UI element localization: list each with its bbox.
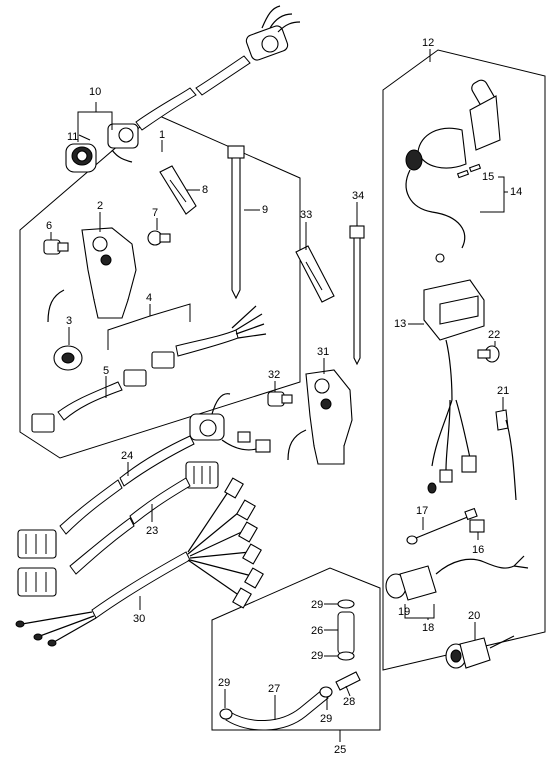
label-1: 1: [159, 129, 165, 141]
clamp-33: [295, 245, 335, 303]
label-32: 32: [268, 369, 280, 381]
label-2: 2: [97, 200, 103, 212]
screw-7: [147, 230, 171, 246]
pin-15: [456, 163, 482, 179]
label-8: 8: [202, 184, 208, 196]
label-24: 24: [121, 450, 133, 462]
label-27: 27: [268, 683, 280, 695]
bolt-22: [477, 345, 500, 363]
group-box-25: [211, 567, 381, 731]
label-7: 7: [152, 207, 158, 219]
label-29-a: 29: [311, 599, 323, 611]
harness-24: [17, 393, 271, 559]
harness-30: [15, 477, 264, 647]
label-14: 14: [510, 186, 522, 198]
label-9: 9: [262, 204, 268, 216]
label-22: 22: [488, 329, 500, 341]
regulator-13: [423, 279, 485, 494]
label-18: 18: [422, 622, 434, 634]
group-box-12: [382, 49, 546, 671]
group-box-1: [19, 113, 301, 459]
socket-assembly-18: [385, 555, 529, 601]
label-4: 4: [146, 292, 152, 304]
label-25: 25: [334, 744, 346, 756]
label-28: 28: [343, 696, 355, 708]
label-19: 19: [398, 606, 410, 618]
bracket-31: [287, 369, 353, 465]
label-30: 30: [133, 613, 145, 625]
label-26: 26: [311, 625, 323, 637]
label-15: 15: [482, 171, 494, 183]
cable-tie-9: [227, 145, 245, 300]
label-16: 16: [472, 544, 484, 556]
fuse-holder-21: [495, 409, 517, 501]
label-21: 21: [497, 385, 509, 397]
clip-29-upper: [337, 599, 355, 609]
fuse-16: [469, 519, 485, 533]
label-31: 31: [317, 346, 329, 358]
wire-17: [406, 507, 478, 545]
fuel-hose-26: [337, 611, 355, 655]
label-11: 11: [67, 131, 78, 143]
switch-assembly-10: [107, 5, 301, 163]
label-34: 34: [352, 190, 364, 202]
bolt-6: [43, 239, 69, 255]
label-33: 33: [300, 209, 312, 221]
label-12: 12: [422, 37, 434, 49]
fuel-hose-27: [225, 689, 329, 731]
harness-23: [17, 461, 219, 597]
label-20: 20: [468, 610, 480, 622]
label-10: 10: [89, 86, 101, 98]
label-23: 23: [146, 525, 158, 537]
clip-29-right: [319, 686, 333, 698]
label-29-d: 29: [320, 713, 332, 725]
label-29-c: 29: [218, 677, 230, 689]
joint-28: [335, 671, 361, 697]
clamp-8: [159, 165, 197, 215]
bolt-32: [267, 391, 293, 407]
bracket-2: [81, 227, 137, 319]
magnet-3: [53, 345, 83, 371]
switch-11: [65, 143, 97, 173]
label-6: 6: [46, 220, 52, 232]
socket-20: [445, 635, 515, 669]
label-13: 13: [394, 318, 406, 330]
clip-29-middle: [337, 651, 355, 661]
label-3: 3: [66, 315, 72, 327]
switch-assembly-12: [405, 79, 501, 263]
cable-tie-34: [349, 225, 365, 366]
clip-29-left: [219, 708, 233, 720]
label-5: 5: [103, 365, 109, 377]
label-29-b: 29: [311, 650, 323, 662]
label-17: 17: [416, 505, 428, 517]
